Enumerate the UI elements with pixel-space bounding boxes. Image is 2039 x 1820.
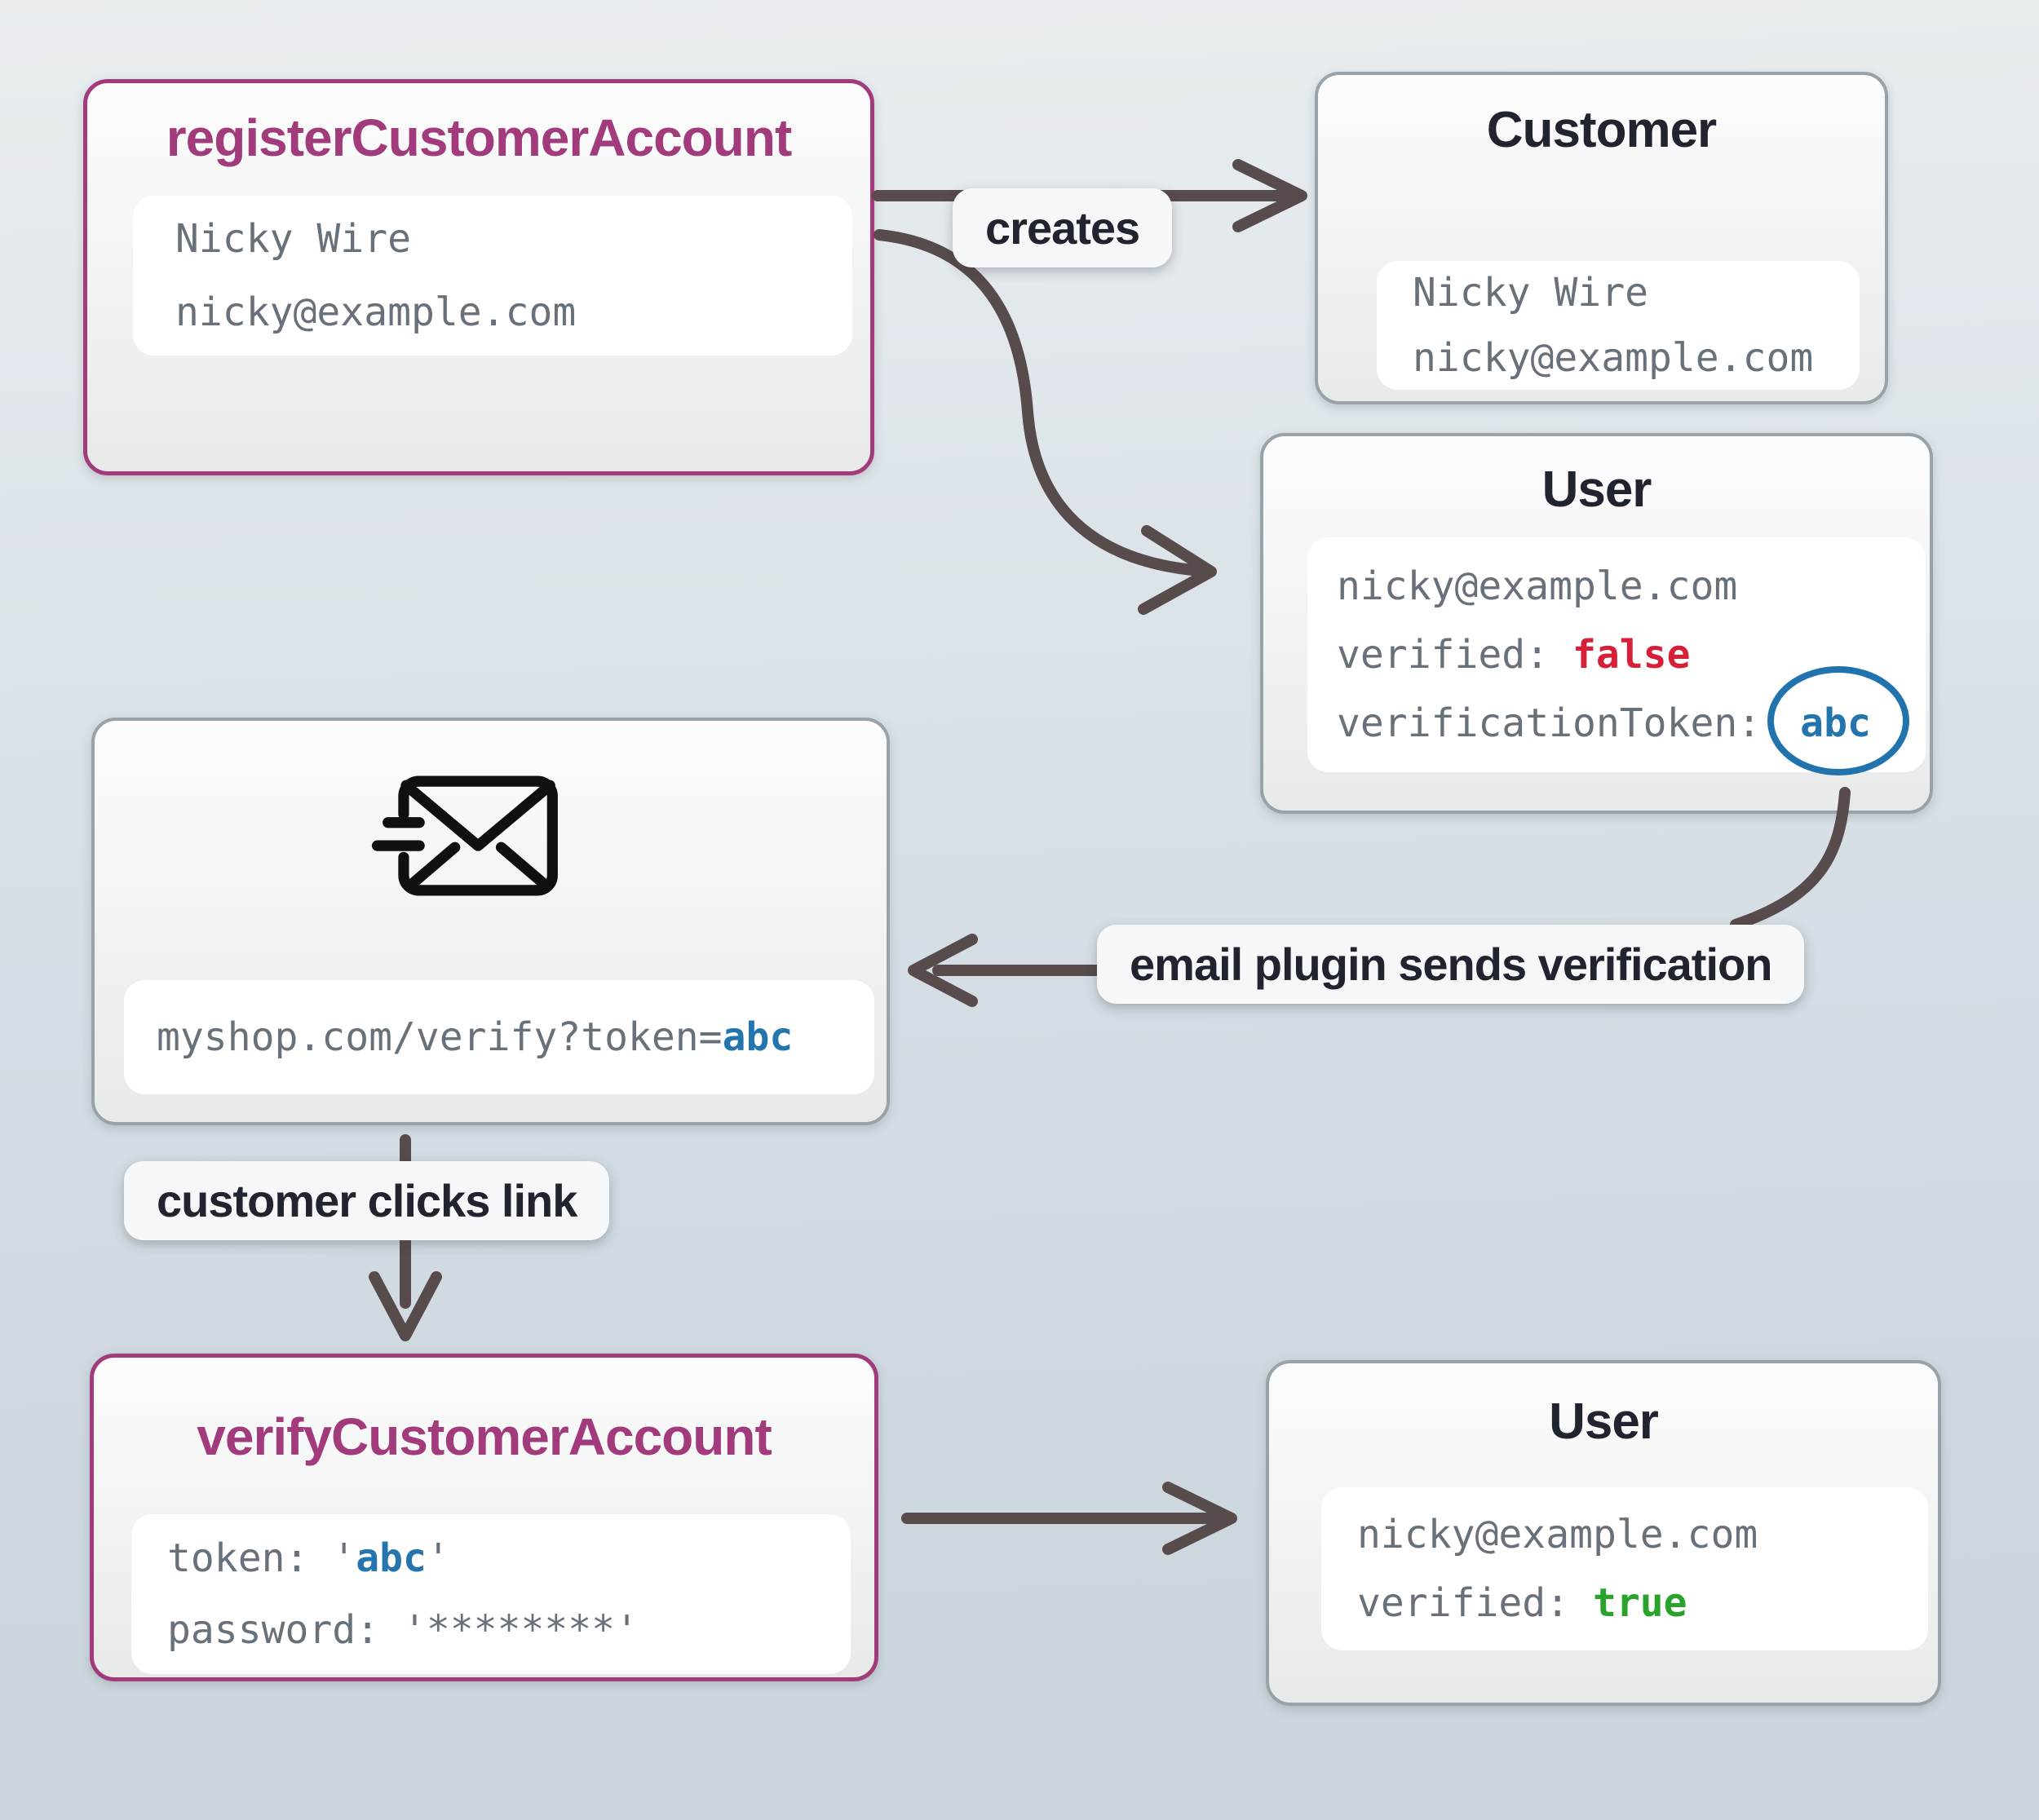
- user-verified-node-title: User: [1549, 1394, 1659, 1450]
- user-unverified-node-title: User: [1541, 462, 1652, 518]
- send-email-icon: [371, 775, 558, 896]
- customer-name-value: Nicky Wire: [1413, 270, 1648, 316]
- customer-email-value: nicky@example.com: [1413, 335, 1814, 381]
- user-unverified-verified-line: verified: false: [1337, 621, 1926, 689]
- user-verified-fields-panel: nicky@example.com verified: true: [1321, 1487, 1928, 1650]
- user-verified-verified-line: verified: true: [1357, 1569, 1928, 1637]
- verify-fields-panel: token: 'abc' password: '********': [131, 1514, 851, 1674]
- verified-key: verified:: [1357, 1580, 1593, 1626]
- arrow-register-to-user: [874, 229, 1217, 615]
- register-name-value: Nicky Wire: [175, 216, 411, 262]
- verified-false-value: false: [1572, 632, 1691, 678]
- user-unverified-node: User nicky@example.com verified: false v…: [1260, 433, 1933, 814]
- verified-true-value: true: [1592, 1580, 1687, 1626]
- verify-token-line: token: 'abc': [167, 1522, 851, 1594]
- verification-token-value: abc: [1800, 700, 1871, 746]
- register-customer-account-node: registerCustomerAccount Nicky Wire nicky…: [83, 79, 874, 475]
- customer-fields-panel: Nicky Wire nicky@example.com: [1377, 261, 1860, 390]
- arrow-verify-to-user: [901, 1482, 1237, 1555]
- customer-node-title: Customer: [1486, 102, 1717, 158]
- user-unverified-token-line: verificationToken: abc: [1337, 689, 1926, 758]
- user-verified-email-value: nicky@example.com: [1357, 1512, 1758, 1557]
- verified-key: verified:: [1337, 632, 1572, 678]
- verify-password-line: password: '********': [167, 1607, 639, 1653]
- register-node-title: registerCustomerAccount: [166, 108, 793, 167]
- customer-node: Customer Nicky Wire nicky@example.com: [1315, 72, 1888, 404]
- verify-customer-account-node: verifyCustomerAccount token: 'abc' passw…: [90, 1354, 878, 1681]
- user-unverified-fields-panel: nicky@example.com verified: false verifi…: [1307, 537, 1926, 772]
- creates-edge-label: creates: [953, 188, 1173, 267]
- verify-node-title: verifyCustomerAccount: [197, 1407, 772, 1466]
- verify-token-value: abc: [356, 1535, 427, 1581]
- verify-token-suffix: ': [426, 1535, 450, 1581]
- verification-email-node: myshop.com/verify?token=abc: [91, 718, 890, 1125]
- verification-url: myshop.com/verify?token=abc: [157, 1014, 874, 1060]
- verification-link-panel: myshop.com/verify?token=abc: [124, 980, 874, 1094]
- verification-token-key: verificationToken:: [1337, 700, 1762, 746]
- verification-url-token: abc: [722, 1014, 794, 1060]
- verify-token-prefix: token: ': [167, 1535, 356, 1581]
- email-plugin-edge-label: email plugin sends verification: [1097, 925, 1805, 1004]
- register-email-value: nicky@example.com: [175, 289, 577, 335]
- user-unverified-email-value: nicky@example.com: [1337, 563, 1738, 609]
- arrow-email-plugin-to-email: [908, 934, 1115, 1007]
- register-fields-panel: Nicky Wire nicky@example.com: [133, 196, 852, 356]
- customer-clicks-link-edge-label: customer clicks link: [124, 1161, 610, 1240]
- user-verified-node: User nicky@example.com verified: true: [1266, 1360, 1941, 1706]
- verification-url-prefix: myshop.com/verify?token=: [157, 1014, 723, 1060]
